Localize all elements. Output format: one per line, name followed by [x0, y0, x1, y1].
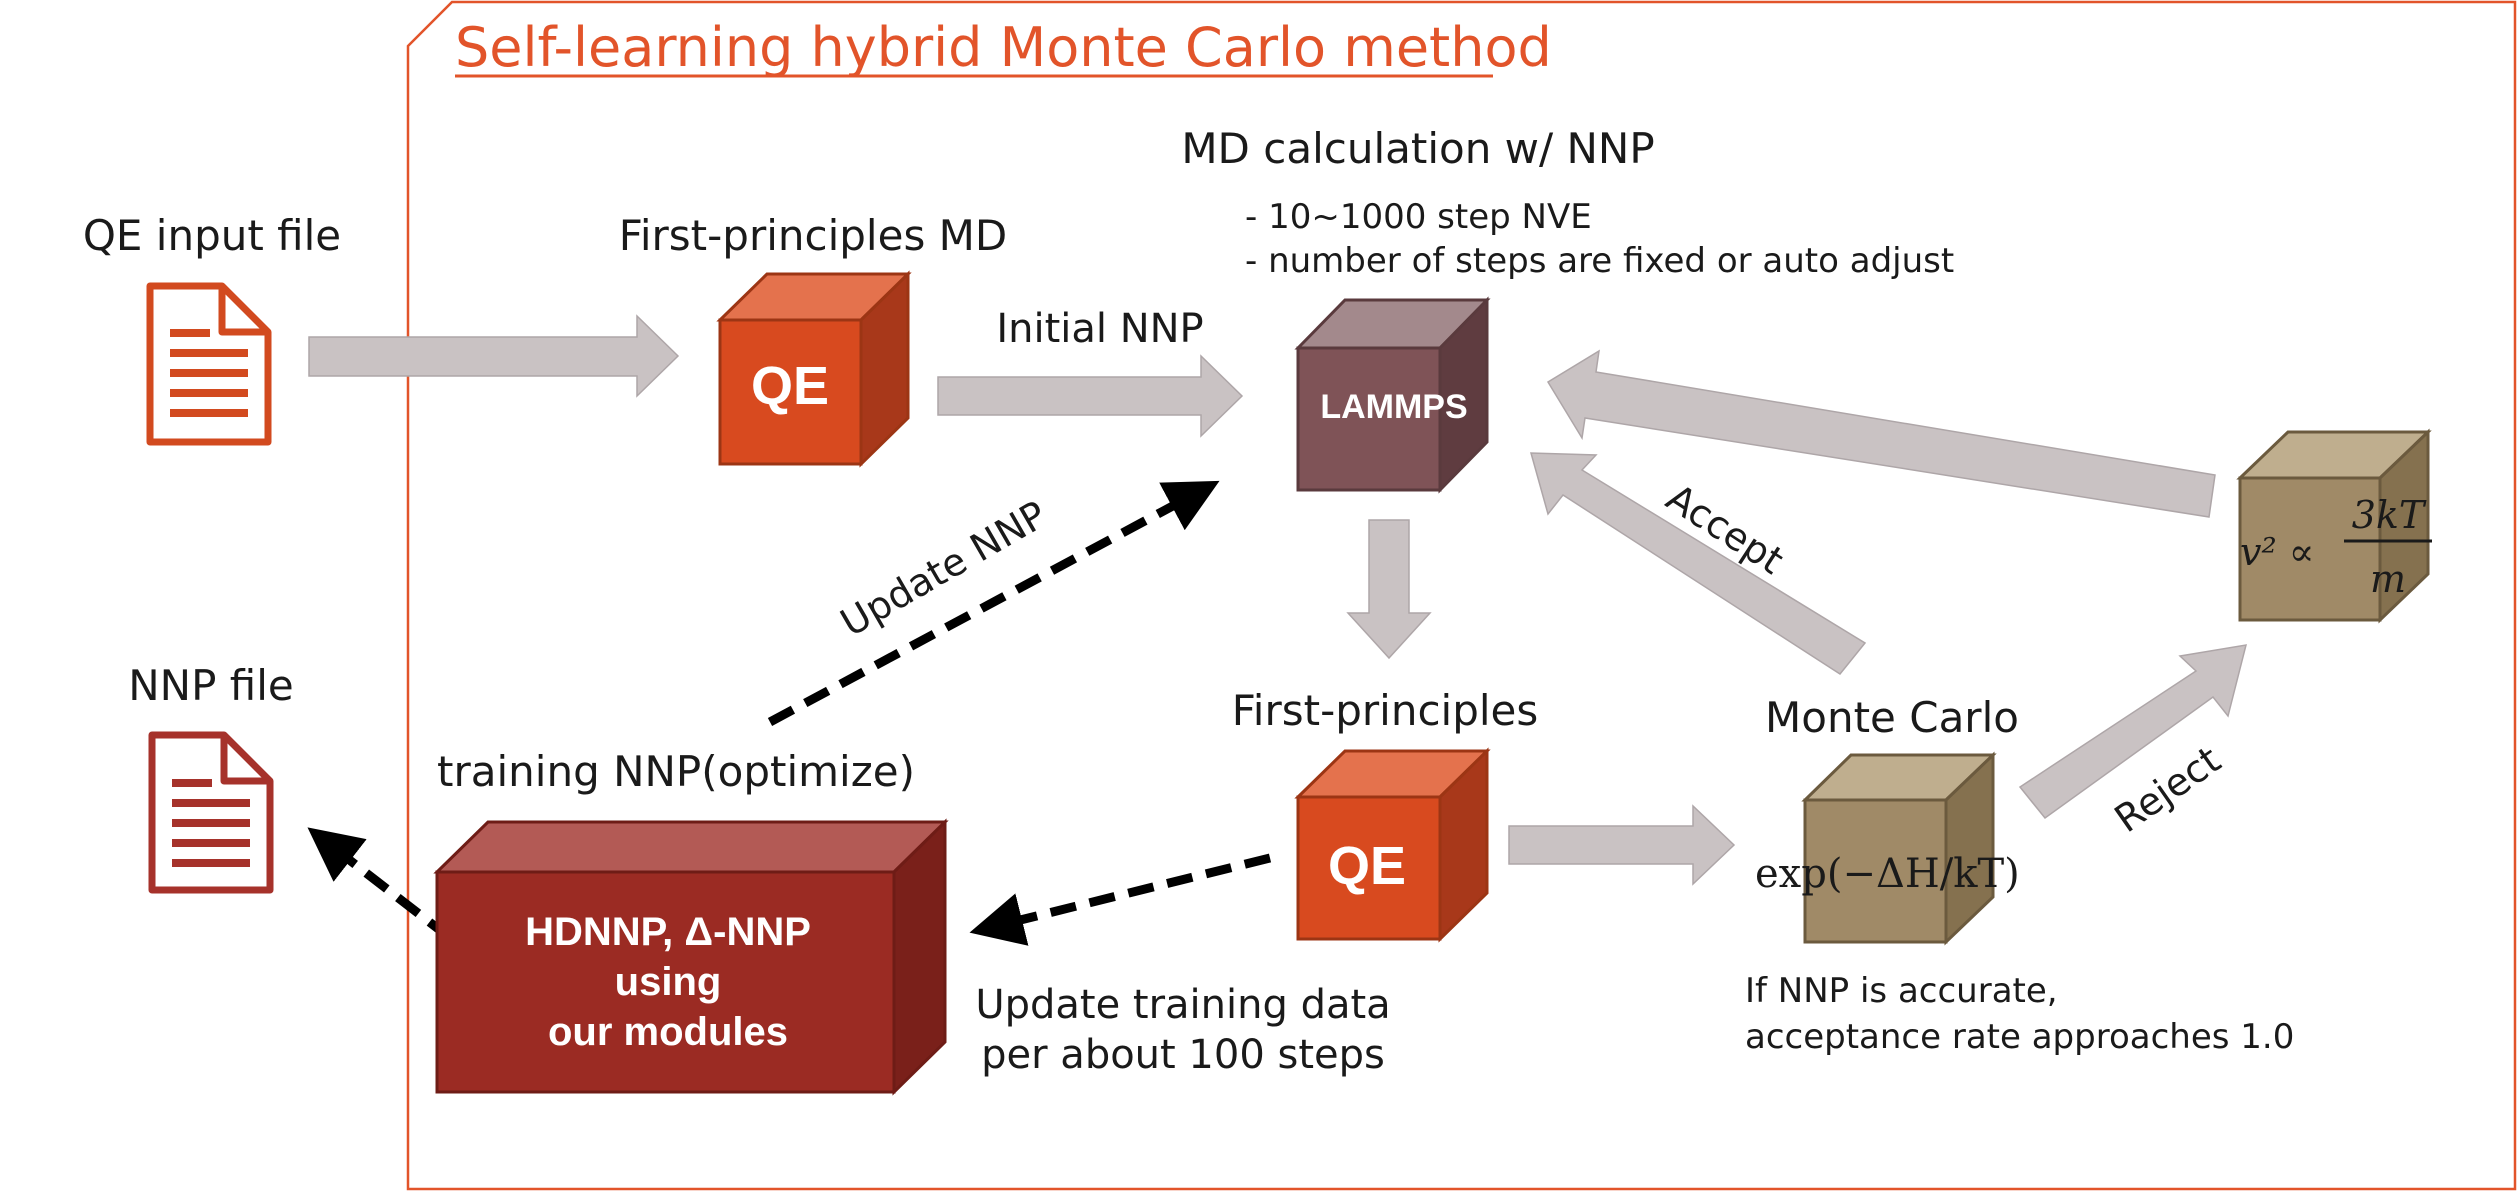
update-training-label-1: Update training data — [975, 982, 1390, 1028]
first-principles-md-heading: First-principles MD — [619, 211, 1008, 260]
arrow-update-nnp — [767, 480, 1220, 726]
update-training-label-2: per about 100 steps — [981, 1032, 1385, 1078]
md-nnp-heading: MD calculation w/ NNP — [1181, 124, 1654, 173]
monte-carlo-note-1: If NNP is accurate, — [1745, 971, 2058, 1011]
arrow-lammps-to-first-principles — [1346, 519, 1432, 660]
first-principles-heading: First-principles — [1232, 686, 1539, 735]
qe-first-principles-cube — [1294, 747, 1491, 943]
initial-nnp-label: Initial NNP — [996, 306, 1203, 352]
velocity-formula-numerator: 3kT — [2352, 493, 2427, 537]
arrow-velocity-to-lammps — [1546, 349, 2216, 518]
velocity-formula-lhs: v² ∝ — [2240, 530, 2315, 574]
flow-arrows — [308, 314, 2248, 886]
velocity-formula-denominator: m — [2370, 557, 2406, 601]
training-heading: training NNP(optimize) — [437, 747, 915, 796]
arrow-first-principles-to-mc — [1508, 804, 1736, 886]
monte-carlo-formula: exp(−ΔH/kT) — [1755, 851, 2020, 897]
md-nnp-note-1: - 10~1000 step NVE — [1245, 197, 1592, 237]
arrow-accept — [1530, 452, 1867, 675]
monte-carlo-note-2: acceptance rate approaches 1.0 — [1745, 1017, 2294, 1057]
qe-input-file-label: QE input file — [83, 211, 341, 260]
arrow-update-training — [969, 853, 1272, 946]
qe-first-principles-box-label: QE — [1328, 836, 1406, 896]
training-block — [433, 818, 949, 1096]
dashed-arrows — [307, 480, 1272, 946]
monte-carlo-heading: Monte Carlo — [1765, 693, 2019, 742]
method-frame: Self-learning hybrid Monte Carlo method — [406, 0, 2517, 1191]
qe-md-box-label: QE — [751, 356, 829, 416]
velocity-cube — [2236, 428, 2432, 624]
training-box-line-1: HDNNP, Δ-NNP — [525, 910, 811, 954]
training-box-line-2: using — [615, 960, 722, 1004]
arrow-to-nnp-file — [307, 827, 453, 942]
update-nnp-label: Update NNP — [833, 492, 1054, 645]
qe-input-document-icon — [146, 282, 272, 446]
arrow-qe-to-lammps — [937, 354, 1244, 438]
qe-md-cube — [716, 270, 912, 468]
nnp-file-label: NNP file — [128, 661, 293, 710]
md-nnp-note-2: - number of steps are fixed or auto adju… — [1245, 241, 1954, 281]
method-title: Self-learning hybrid Monte Carlo method — [455, 16, 1552, 79]
nnp-file-document-icon — [148, 731, 274, 894]
arrow-input-to-qe — [308, 314, 680, 398]
monte-carlo-cube — [1801, 751, 1997, 946]
training-box-line-3: our modules — [548, 1010, 788, 1054]
lammps-cube — [1294, 296, 1491, 494]
arrow-reject — [2018, 644, 2248, 820]
lammps-box-label: LAMMPS — [1320, 388, 1467, 426]
